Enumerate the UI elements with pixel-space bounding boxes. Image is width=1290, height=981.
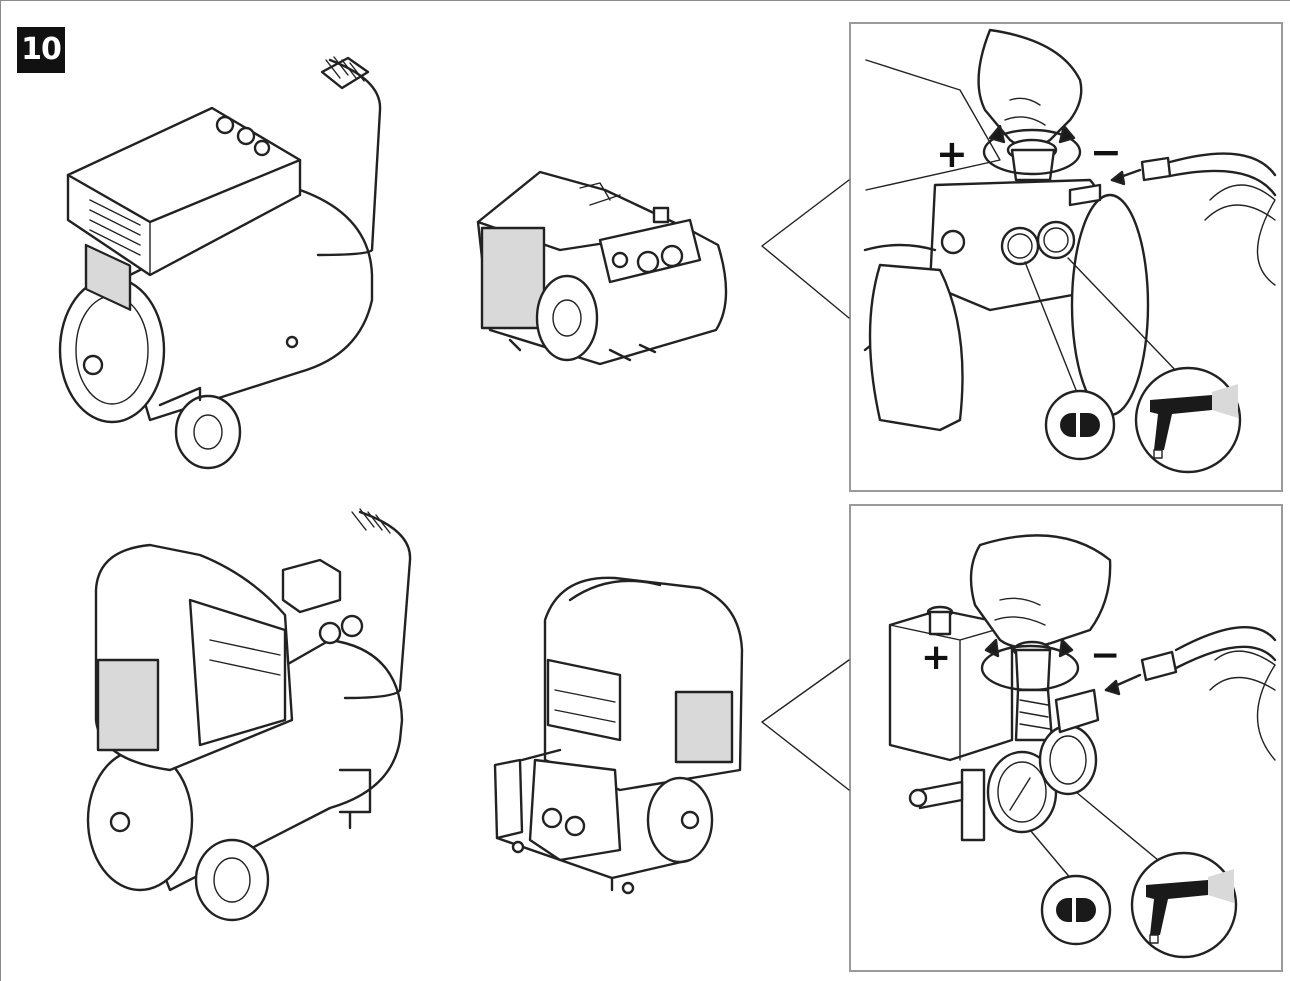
detail-top-regulator-illustration: [863, 28, 1277, 474]
compressor-upright-frame-illustration: [493, 576, 744, 895]
detail-bottom-regulator-illustration: [888, 534, 1277, 959]
decrease-sign-bottom: −: [1090, 635, 1121, 676]
compressor-compact-illustration: [476, 170, 728, 366]
increase-sign-bottom: +: [921, 637, 952, 678]
compressor-vertical-housing-illustration: [86, 508, 412, 922]
pressure-gauge-icon: [1040, 874, 1112, 946]
callout-wedge-bottom: [761, 659, 850, 791]
air-blow-gun-icon: [1130, 851, 1238, 959]
increase-sign-top: +: [936, 132, 968, 176]
page-top-border: [0, 0, 1290, 1]
compressor-horizontal-tank-illustration: [58, 56, 382, 470]
decrease-sign-top: −: [1090, 130, 1122, 174]
step-number-badge: 10: [17, 27, 65, 73]
rotation-arrow-top: [982, 128, 1082, 176]
callout-wedge-top: [761, 179, 850, 319]
pressure-gauge-icon: [1044, 389, 1116, 461]
page-left-border: [0, 0, 1, 981]
air-blow-gun-icon: [1134, 366, 1242, 474]
